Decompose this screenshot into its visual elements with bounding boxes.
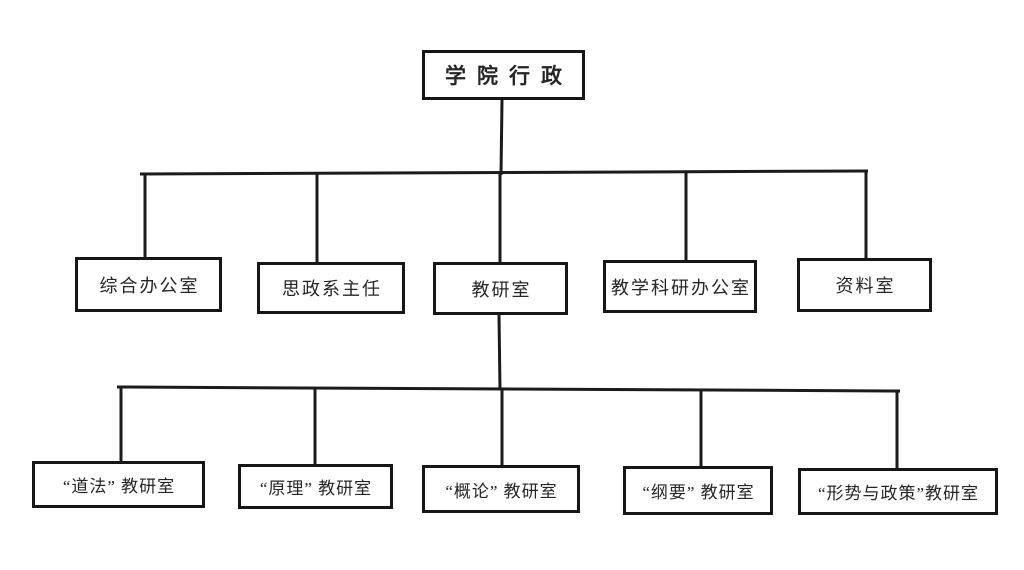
node-label: “概论” 教研室 — [445, 481, 558, 501]
node-teaching-scientific-research-office: 教学科研办公室 — [603, 260, 757, 313]
edge-bus-level3 — [116, 385, 901, 393]
node-gangyao-section: “纲要” 教研室 — [623, 466, 773, 515]
node-gailun-section: “概论” 教研室 — [422, 465, 580, 513]
node-label: “道法” 教研室 — [62, 477, 176, 496]
node-label: “形势与政策”教研室 — [817, 484, 980, 503]
node-label: 综合办公室 — [99, 275, 200, 296]
node-yuanli-section: “原理” 教研室 — [238, 464, 393, 509]
node-label: 教学科研办公室 — [611, 277, 751, 298]
node-label: 资料室 — [835, 276, 896, 296]
node-label: “原理” 教研室 — [259, 479, 373, 498]
node-college-administration: 学院行政 — [422, 50, 585, 100]
node-ideological-political-dept-director: 思政系主任 — [257, 262, 405, 314]
edge-root-to-bus — [499, 99, 504, 176]
node-label: 学院行政 — [445, 64, 573, 88]
node-daofa-section: “道法” 教研室 — [32, 461, 205, 508]
node-label: 思政系主任 — [282, 279, 382, 299]
node-label: “纲要” 教研室 — [642, 483, 755, 502]
node-label: 教研室 — [471, 279, 532, 300]
node-teaching-research-office: 教研室 — [433, 262, 568, 315]
node-reference-room: 资料室 — [797, 258, 932, 312]
edge-teaching-research-to-bus — [497, 314, 502, 391]
node-xingshi-zhengce-section: “形势与政策”教研室 — [798, 468, 998, 515]
node-general-office: 综合办公室 — [75, 257, 222, 312]
edge-bus-level2 — [139, 169, 869, 176]
